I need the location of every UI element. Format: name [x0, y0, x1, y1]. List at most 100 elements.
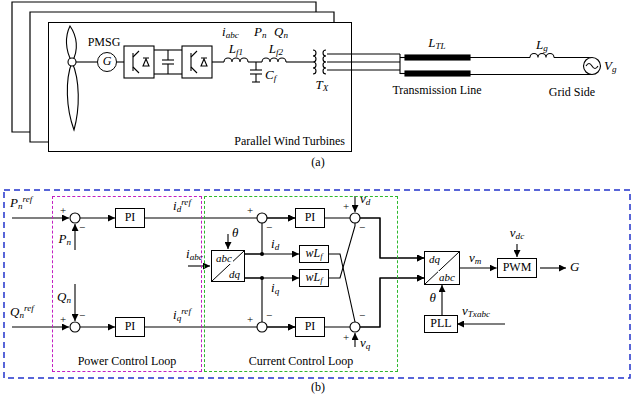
part-label: f [274, 73, 277, 83]
converter-circuit [286, 61, 313, 62]
sign-mark: + [343, 331, 349, 344]
signal-label: v [360, 335, 366, 350]
signal-connector [245, 278, 295, 327]
connector-label: θ [429, 291, 437, 306]
connector-label: q [275, 286, 280, 296]
node-text: PI [125, 211, 136, 224]
signal-wire [227, 234, 228, 249]
grid-connection [400, 57, 405, 58]
grid-connection [530, 54, 554, 58]
signal-label: abc [226, 30, 239, 40]
pwm-block: PWM [497, 258, 538, 278]
signal-label: Txabc [468, 309, 490, 319]
signal-connector [245, 253, 299, 254]
junction-dot [260, 276, 264, 280]
node-text: f [320, 253, 322, 262]
signal-label: iabc [222, 25, 239, 40]
node-text: PI [125, 320, 136, 333]
junction-dot [260, 252, 264, 280]
junction-dot [260, 252, 264, 256]
signal-label: Q [57, 289, 66, 304]
sign-mark: − [79, 221, 85, 234]
signal-label: P [254, 24, 262, 39]
node-text: wLf [305, 271, 322, 284]
signal-wire [12, 196, 566, 347]
part-label: T [316, 77, 323, 92]
pi-block: PI [115, 208, 145, 228]
sign-mark: − [266, 309, 272, 322]
signal-label: Pnref [10, 196, 32, 211]
node-text: PI [305, 211, 316, 224]
part-label: Vg [604, 59, 617, 74]
pi-block: PI [115, 317, 145, 337]
signal-label: vd [360, 192, 370, 207]
power-loop-region: Power Control LoopPIPI [52, 196, 202, 372]
converter-circuit [201, 58, 207, 66]
signal-connector [245, 277, 299, 278]
node-text: G [103, 55, 112, 68]
node-text: PWM [503, 261, 532, 274]
connector-label: q [177, 313, 182, 323]
connector-label: ref [181, 197, 191, 207]
gain-block: wLf [299, 269, 329, 286]
signal-label: Qnref [10, 305, 34, 320]
part-label: Transmission Line [392, 84, 481, 98]
summing-junctions [350, 213, 360, 223]
sign-mark: + [247, 313, 253, 326]
signal-connector [441, 285, 442, 315]
converter-circuit [262, 58, 286, 62]
part-label: L [229, 41, 236, 56]
summing-junctions [257, 213, 267, 223]
node-text: dq [428, 253, 441, 265]
grid-connection [584, 58, 601, 75]
node-text: wLf [305, 247, 322, 260]
signal-label: G [570, 260, 579, 275]
summing-junctions [70, 213, 80, 223]
signal-connector [325, 278, 424, 327]
part-label: C [265, 67, 274, 82]
signal-wire [457, 323, 505, 324]
part-label: Lf1 [229, 42, 243, 57]
grid-connection [405, 55, 470, 60]
turbine-rotor [76, 61, 97, 62]
signal-label: d [366, 197, 371, 207]
converter-circuit [255, 74, 256, 82]
grid-connection [405, 71, 470, 76]
signal-label: ref [23, 194, 33, 204]
transform-block: dq abc [424, 251, 460, 285]
signal-label: n [262, 30, 267, 40]
node-text: abc [438, 271, 456, 283]
connector-label: i [271, 280, 275, 295]
signal-label: n [66, 237, 71, 247]
signal-wire [74, 284, 75, 321]
signal-label: n [283, 30, 288, 40]
connector-label: iqref [172, 308, 192, 323]
signal-wire [74, 224, 75, 250]
signal-label: ref [24, 303, 34, 313]
signal-connector [460, 267, 497, 268]
signal-label: Pn [59, 232, 72, 247]
converter-circuit [212, 61, 224, 62]
converter-circuit [167, 50, 168, 60]
part-label: L [269, 41, 276, 56]
part-label: TX [316, 78, 329, 93]
connector-group [145, 218, 497, 327]
node-text: Parallel Wind Turbines [234, 135, 345, 148]
converter-circuit [117, 46, 326, 82]
diagonal-line [425, 252, 459, 284]
part-label: PMSG [88, 36, 121, 50]
part-label: V [604, 58, 612, 73]
node-text: Current Control Loop [249, 355, 354, 368]
signal-label: Qn [57, 290, 71, 305]
turbine-rotor [68, 58, 76, 66]
signal-wire [80, 326, 115, 327]
signal-label: v [510, 225, 516, 240]
converter-circuit [252, 81, 260, 82]
part-label: TL [436, 41, 446, 51]
pi-block: PI [295, 208, 325, 228]
signal-label: v [462, 303, 468, 318]
converter-circuit [143, 58, 149, 66]
part-label: f1 [236, 47, 243, 57]
